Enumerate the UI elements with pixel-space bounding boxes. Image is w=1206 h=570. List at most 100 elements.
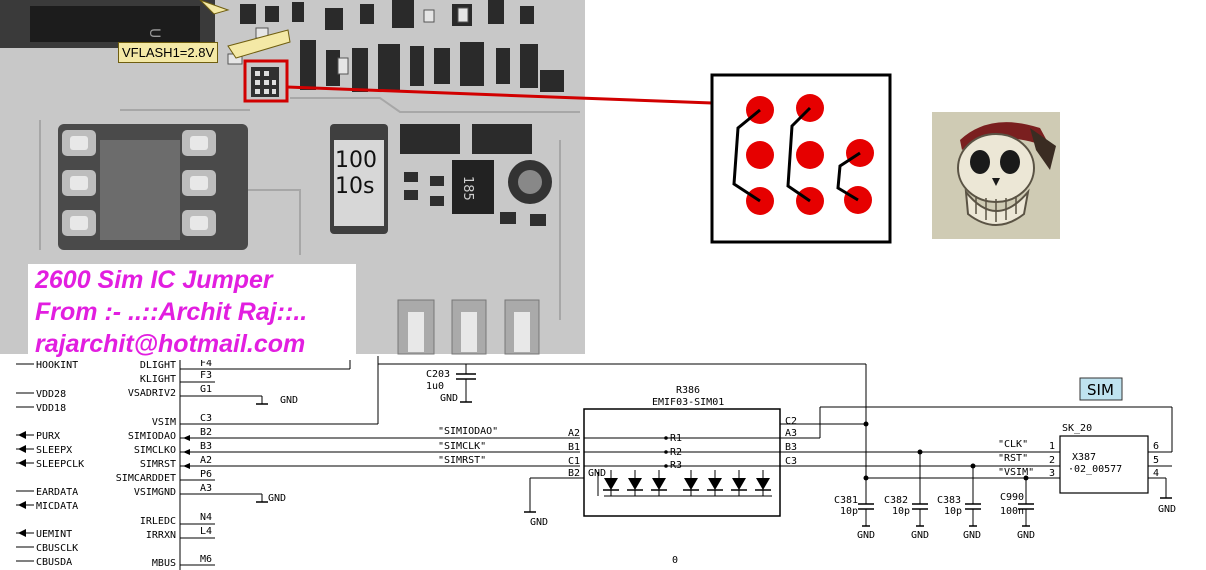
c382-gnd: GND <box>911 530 929 541</box>
sim-label-box <box>1079 377 1123 401</box>
sig-vsim: VSIM <box>152 417 176 428</box>
uem-signals: DLIGHT F4 KLIGHT F3 VSADRIV2 G1 VSIM C3 … <box>116 358 212 569</box>
pin-f3: F3 <box>200 370 212 381</box>
net-clk: "CLK" <box>998 439 1028 450</box>
emif-pin-b3: B3 <box>785 442 797 453</box>
emif-pin-c3: C3 <box>785 456 797 467</box>
emif-pin-c2: C2 <box>785 416 797 427</box>
chip-185 <box>452 160 494 214</box>
left-signal-labels: HOOKINT VDD28 VDD18 PURX SLEEPX SLEEPCLK… <box>36 360 84 568</box>
c990-value: 100n <box>1000 506 1024 517</box>
connector-name: SK_20 <box>1062 423 1092 434</box>
c381-gnd: GND <box>857 530 875 541</box>
c381-name: C381 <box>834 495 858 506</box>
c382-name: C382 <box>884 495 908 506</box>
c381-value: 10p <box>840 506 858 517</box>
net-simrst: "SIMRST" <box>438 455 486 466</box>
pin-l4: L4 <box>200 526 212 537</box>
conn-pin-4: 4 <box>1153 468 1159 479</box>
c203-gnd: GND <box>440 393 458 404</box>
emif-gnd-label: GND <box>530 517 548 528</box>
pin-f4: F4 <box>200 358 212 369</box>
label-micdata: MICDATA <box>36 501 78 512</box>
conn-pin-3: 3 <box>1049 468 1055 479</box>
pin-c3: C3 <box>200 413 212 424</box>
emif-diodes <box>604 478 770 490</box>
label-hookint: HOOKINT <box>36 360 78 371</box>
pin-a3: A3 <box>200 483 212 494</box>
pin-n4: N4 <box>200 512 212 523</box>
capacitors: C381 10p C382 10p C383 10p C990 100n GND… <box>834 492 1035 541</box>
pin-p6: P6 <box>200 469 212 480</box>
skull-image <box>932 112 1060 239</box>
conn-pin-2: 2 <box>1049 455 1055 466</box>
label-eardata: EARDATA <box>36 487 78 498</box>
net-simclk: "SIMCLK" <box>438 441 486 452</box>
c990-name: C990 <box>1000 492 1024 503</box>
bottom-mark: 0 <box>672 555 678 566</box>
sim-label: SIM <box>1087 381 1114 399</box>
jumper-wires <box>732 106 861 203</box>
jumper-detail <box>710 73 892 244</box>
gnd-label-1: GND <box>280 395 298 406</box>
emif-r386: R386 EMIF03-SIM01 A2 B1 C1 B2 C2 A3 B3 C… <box>524 385 797 517</box>
sig-dlight: DLIGHT <box>140 360 176 371</box>
chip-mark: 185 <box>460 176 475 201</box>
emif-pin-c1: C1 <box>568 456 580 467</box>
label-sleepclk: SLEEPCLK <box>36 459 84 470</box>
inductor-label-2: 10s <box>335 174 374 199</box>
emif-pin-a2: A2 <box>568 428 580 439</box>
sig-irrxn: IRRXN <box>146 530 176 541</box>
sig-simrst: SIMRST <box>140 459 176 470</box>
label-vdd18: VDD18 <box>36 403 66 414</box>
pin-b3: B3 <box>200 441 212 452</box>
ic-highlight-box <box>243 59 289 103</box>
callout-line <box>286 85 713 105</box>
label-cbusclk: CBUSCLK <box>36 543 78 554</box>
c382-value: 10p <box>892 506 910 517</box>
sig-simclko: SIMCLKO <box>134 445 176 456</box>
pin-m6: M6 <box>200 554 212 565</box>
sig-irledc: IRLEDC <box>140 516 176 527</box>
sig-klight: KLIGHT <box>140 374 176 385</box>
label-sleepx: SLEEPX <box>36 445 72 456</box>
smd-components <box>240 0 564 92</box>
label-uemint: UEMINT <box>36 529 72 540</box>
svg-text:U: U <box>146 28 162 38</box>
emif-gnd: GND <box>588 468 606 479</box>
credit-title: 2600 Sim IC Jumper <box>35 266 273 294</box>
inductor-label-1: 100 <box>335 148 377 173</box>
emif-pin-b2: B2 <box>568 468 580 479</box>
r386-part: EMIF03-SIM01 <box>652 397 724 408</box>
c203-value: 1u0 <box>426 381 444 392</box>
conn-pin-6: 6 <box>1153 441 1159 452</box>
pin-a2: A2 <box>200 455 212 466</box>
sig-simiodao: SIMIODAO <box>128 431 176 442</box>
net-vsim: "VSIM" <box>998 467 1034 478</box>
connector-part1: X387 <box>1072 452 1096 463</box>
c383-gnd: GND <box>963 530 981 541</box>
emif-pin-b1: B1 <box>568 442 580 453</box>
sig-vsimgnd: VSIMGND <box>134 487 176 498</box>
sig-mbus: MBUS <box>152 558 176 569</box>
label-cbusda: CBUSDA <box>36 557 72 568</box>
sim-connector: SK_20 X387 ·02_00577 1 2 3 6 5 4 GND <box>1049 423 1176 515</box>
vflash-label: VFLASH1=2.8V <box>118 42 219 63</box>
label-purx: PURX <box>36 431 60 442</box>
c203: C203 1u0 GND <box>378 363 866 404</box>
credit-author: From :- ..::Archit Raj::.. <box>35 298 308 326</box>
net-rst: "RST" <box>998 453 1028 464</box>
credit-block: 2600 Sim IC Jumper From :- ..::Archit Ra… <box>28 264 356 360</box>
sig-vsadriv2: VSADRIV2 <box>128 388 176 399</box>
connector-gnd: GND <box>1158 504 1176 515</box>
left-arrows <box>18 431 26 537</box>
sim-pads <box>58 124 248 250</box>
connector-part2: ·02_00577 <box>1068 464 1122 475</box>
gnd-label-2: GND <box>268 493 286 504</box>
sig-simcarddet: SIMCARDDET <box>116 473 176 484</box>
c383-value: 10p <box>944 506 962 517</box>
conn-pin-5: 5 <box>1153 455 1159 466</box>
emif-pin-a3: A3 <box>785 428 797 439</box>
r386-name: R386 <box>676 385 700 396</box>
